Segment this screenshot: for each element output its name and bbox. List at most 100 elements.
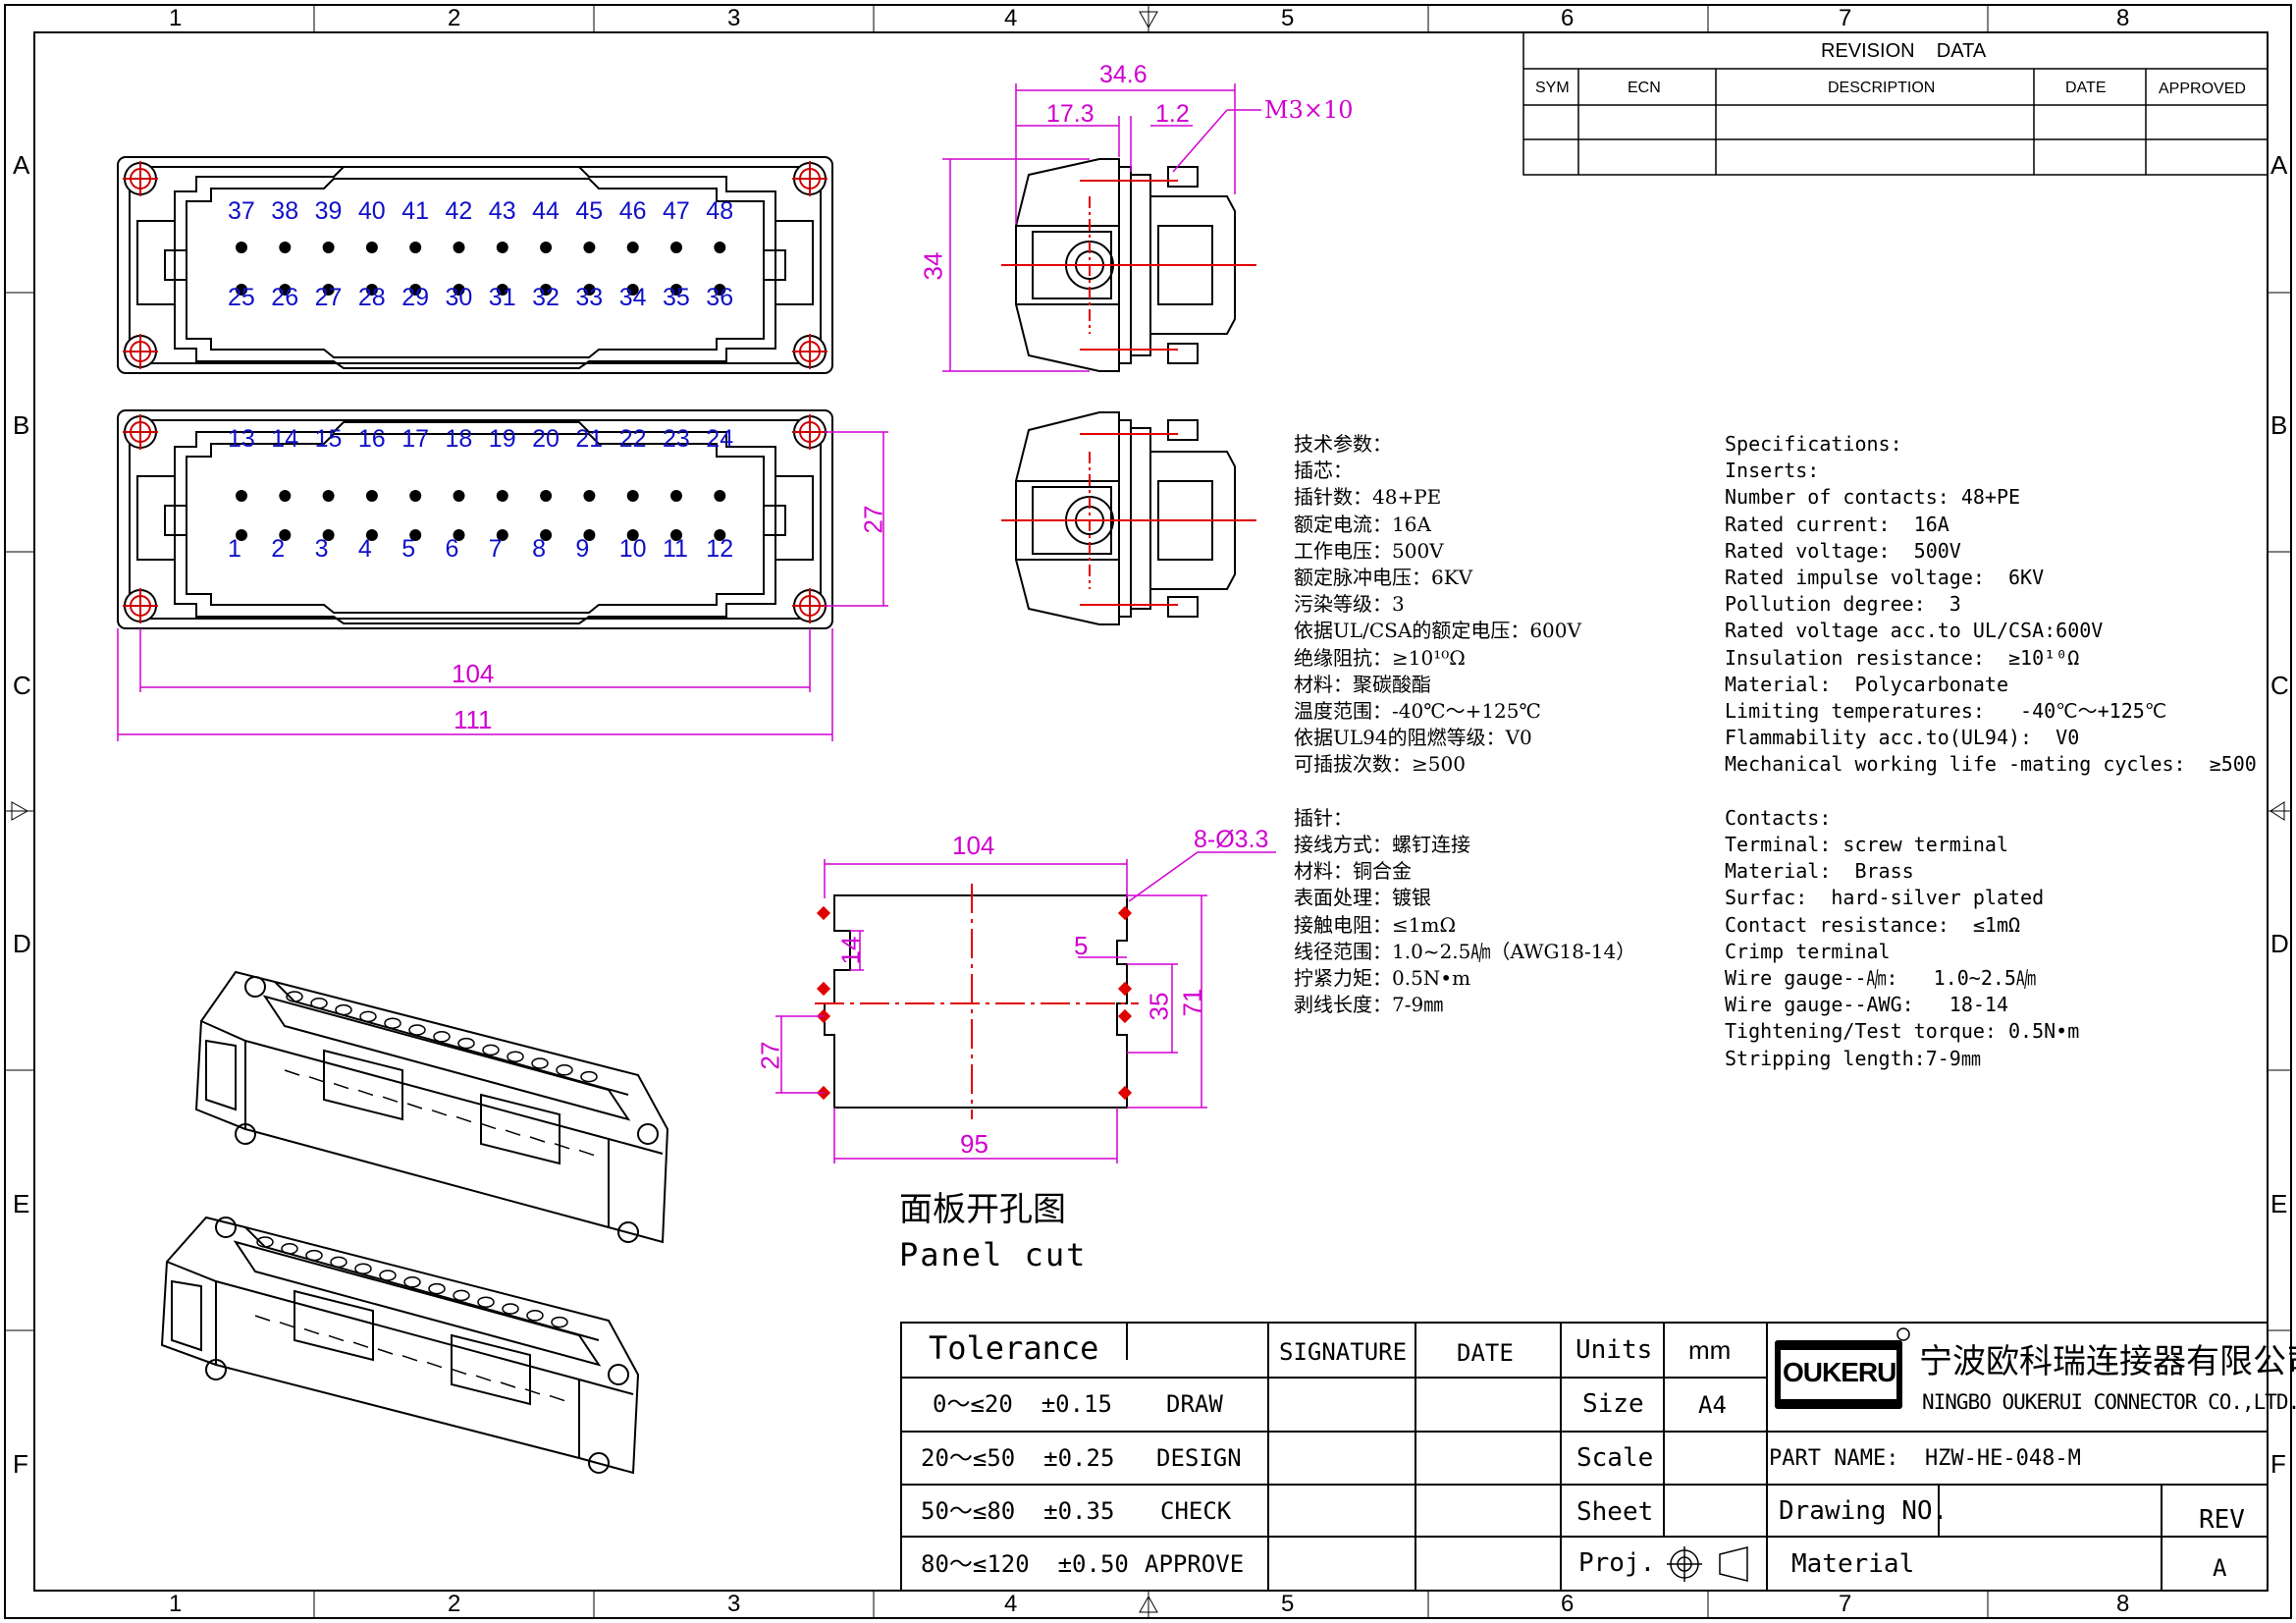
iso-pin-shaft (328, 1334, 345, 1342)
pin-number-label: 25 (228, 284, 255, 311)
contact-pin (583, 490, 596, 502)
iso-pin-shaft (382, 1096, 399, 1103)
revision-title: REVISION DATA (1821, 40, 1987, 62)
spec-line: 可插拔次数：≥500 (1294, 752, 1466, 777)
iso-contact (286, 991, 303, 1002)
row-letter-d: D (13, 929, 31, 958)
contact-pin (540, 242, 553, 253)
spec-line: Contacts: (1725, 805, 1832, 830)
logo-text: OUKERUI (1783, 1357, 1903, 1387)
pin-number-label: 44 (532, 197, 560, 225)
pin-number-label: 17 (401, 425, 429, 453)
dim-104-front: 104 (452, 659, 495, 688)
tolerance-row-2: 20～≤50 ±0.25 (921, 1444, 1115, 1472)
spec-line: 插针： (1294, 805, 1353, 830)
iso-contact (335, 1003, 352, 1016)
pin-number-label: 34 (618, 284, 647, 311)
tolerance-row-4: 80～≤120 ±0.50 (921, 1550, 1129, 1578)
panel-dim-27: 27 (755, 1041, 785, 1070)
contact-pin (540, 529, 553, 541)
row-letter-f-right: F (2270, 1449, 2286, 1479)
spec-line: 接线方式：螺钉连接 (1294, 833, 1470, 856)
contact-pin (453, 490, 465, 502)
panel-dim-35: 35 (1144, 992, 1174, 1021)
row-letter-c: C (13, 671, 31, 700)
iso-pin-shaft (254, 1315, 271, 1322)
size-label: Size (1582, 1389, 1644, 1419)
spec-line: 接触电阻：≤1mΩ (1294, 912, 1457, 937)
contact-pin (236, 242, 247, 253)
col-number-6: 6 (1561, 5, 1575, 31)
pin-number-label: 8 (532, 535, 546, 563)
spec-line: Limiting temperatures: -40℃～+125℃ (1725, 699, 2167, 723)
iso-contact (428, 1282, 446, 1295)
row-letter-c-right: C (2270, 671, 2289, 700)
iso-contact (359, 1010, 377, 1023)
panel-dim-5: 5 (1074, 931, 1089, 960)
contact-pin (322, 242, 335, 253)
iso-contact (433, 1031, 451, 1043)
contact-pin (409, 284, 422, 296)
col-number-7-bottom: 7 (1839, 1591, 1852, 1617)
side-view-lower-centerlines (1001, 433, 1256, 606)
part-name: PART NAME: HZW-HE-048-M (1769, 1446, 2081, 1471)
role-check: CHECK (1160, 1497, 1232, 1525)
contact-pin (496, 490, 508, 502)
spec-line: Surfac: hard-silver plated (1725, 886, 2045, 910)
contact-pin (496, 242, 508, 253)
company-name-cn: 宁波欧科瑞连接器有限公司 (1919, 1343, 2296, 1380)
spec-line: 线径范围：1.0~2.5㏟（AWG18-14） (1294, 939, 1636, 963)
iso-contact (453, 1289, 470, 1302)
panel-dim-14: 14 (835, 936, 866, 965)
pin-number-label: 30 (445, 284, 473, 311)
pin-number-label: 21 (575, 425, 604, 453)
iso-pin-shaft (303, 1327, 320, 1335)
front-view-lower (117, 409, 833, 629)
spec-line: 表面处理：镀银 (1294, 886, 1431, 910)
contact-pin (365, 529, 378, 541)
pin-number-label: 7 (488, 535, 503, 563)
spec-line: Rated impulse voltage: 6KV (1725, 566, 2045, 589)
company-logo (1775, 1327, 1910, 1409)
pin-number-label: 29 (401, 284, 429, 311)
iso-pin-shaft (578, 1149, 595, 1157)
iso-contact (330, 1256, 347, 1269)
iso-pin-shaft (284, 1069, 300, 1076)
revision-header-sym: SYM (1535, 80, 1570, 96)
iso-pin-shaft (554, 1143, 570, 1150)
tolerance-label: Tolerance (929, 1329, 1099, 1367)
contact-pin (279, 284, 292, 296)
spec-line: 工作电压：500V (1294, 538, 1444, 563)
thread-spec: M3×10 (1264, 96, 1354, 124)
pin-number-label: 31 (488, 284, 516, 311)
pin-number-label: 39 (314, 197, 343, 225)
iso-contact (502, 1303, 519, 1315)
pin-number-label: 2 (271, 535, 286, 563)
spec-line: 插芯： (1294, 459, 1353, 483)
dim-17-3: 17.3 (1046, 100, 1095, 128)
col-number-3-bottom: 3 (727, 1591, 741, 1617)
contact-pin (236, 529, 247, 541)
row-letter-d-right: D (2270, 929, 2289, 958)
spec-line: Tightening/Test torque: 0.5N•m (1725, 1019, 2080, 1044)
panel-cut-dimensions (775, 851, 1276, 1163)
spec-line: Stripping length:7-9㎜ (1725, 1046, 1981, 1070)
isometric-pins (254, 991, 598, 1402)
contact-pin (236, 490, 247, 502)
contact-pin (409, 242, 422, 253)
iso-contact (384, 1017, 401, 1029)
contact-pin (670, 242, 682, 253)
iso-pin-shaft (406, 1103, 423, 1109)
contact-pin (496, 284, 508, 296)
col-number-5-bottom: 5 (1281, 1591, 1295, 1617)
pin-number-label: 12 (706, 535, 734, 563)
spec-line: 技术参数： (1294, 432, 1392, 456)
pin-number-label: 36 (706, 284, 734, 311)
pin-number-label: 10 (618, 535, 647, 563)
iso-pin-shaft (279, 1322, 295, 1328)
iso-pin-shaft (377, 1348, 394, 1355)
spec-line: 材料：铜合金 (1294, 859, 1412, 884)
contact-pin (583, 529, 596, 541)
iso-contact (531, 1057, 549, 1069)
revision-header-date: DATE (2065, 80, 2107, 96)
